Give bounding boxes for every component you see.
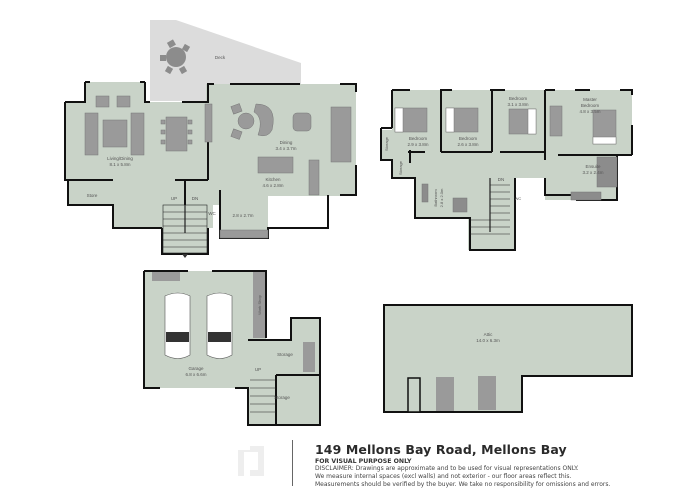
disclaimer-line-1: DISCLAIMER: Drawings are approximate and… [315, 465, 579, 472]
room-size-laundry: 2.8 x 2.7m [232, 213, 253, 218]
room-label-master-line1: Master [583, 97, 597, 102]
room-label-upper-wc: WC [515, 196, 522, 201]
disclaimer-line-2: We measure internal spaces (excl walls) … [315, 473, 572, 480]
room-label-bedroom-3: Bedroom [509, 96, 528, 101]
garage-level-plan: Garage 6.8 x 6.6m Work Shop Storage Stor… [143, 270, 321, 426]
room-label-store: Store [87, 193, 98, 198]
room-label-ensuite: Ensuite [585, 164, 601, 169]
garage-stairs-up-label: UP [255, 367, 261, 372]
visual-purpose-notice: FOR VISUAL PURPOSE ONLY [315, 458, 412, 465]
upper-stairs-down-label: DN [498, 177, 505, 182]
room-size-bedroom-3: 3.1 x 3.8m [507, 102, 528, 107]
attic-plan: Attic 14.0 x 6.3m [383, 304, 633, 413]
stairs-up-label: UP [171, 196, 177, 201]
room-label-attic: Attic [484, 332, 494, 337]
room-size-ensuite: 3.2 x 2.4m [582, 170, 603, 175]
upper-stairs [470, 178, 510, 235]
brand-logo-icon [238, 446, 264, 476]
room-label-storage-1: Storage [384, 136, 389, 151]
room-label-bedroom-2: Bedroom [459, 136, 478, 141]
deck-table-icon [160, 39, 191, 75]
room-label-workshop: Work Shop [257, 294, 262, 314]
car-icons [164, 292, 233, 359]
living-furniture [84, 95, 213, 156]
stairs-down-label: DN [192, 196, 199, 201]
upper-floor-plan: Bedroom 2.9 x 3.8m Bedroom 2.6 x 3.8m Be… [380, 89, 633, 251]
dining-furniture [219, 103, 352, 239]
room-size-garage: 6.8 x 6.6m [185, 372, 206, 377]
garage-stairs [250, 379, 276, 413]
footer-divider [292, 440, 293, 486]
property-address: 149 Mellons Bay Road, Mellons Bay [315, 442, 567, 457]
room-size-attic: 14.0 x 6.3m [476, 338, 500, 343]
upper-beds [394, 105, 618, 213]
room-size-dining: 3.4 x 3.7m [275, 146, 296, 151]
room-label-bathroom: Bathroom [433, 189, 438, 207]
room-label-master-line2: Bedroom [581, 103, 600, 108]
room-label-living-dining: Living/Dining [107, 156, 133, 161]
room-label-garage-storage-1: Storage [277, 352, 293, 357]
room-size-bathroom: 2.8 x 2.0m [439, 188, 444, 207]
footer-info: 149 Mellons Bay Road, Mellons Bay FOR VI… [315, 442, 685, 489]
room-label-kitchen: Kitchen [265, 177, 281, 182]
room-size-living-dining: 8.1 x 5.8m [109, 162, 130, 167]
room-label-dining: Dining [280, 140, 293, 145]
room-label-garage: Garage [188, 366, 204, 371]
room-label-wc: WC [208, 211, 216, 216]
room-label-deck: Deck [215, 55, 226, 60]
room-label-storage-2: Storage [398, 160, 403, 175]
entry-marker-icon [182, 254, 188, 258]
room-label-garage-storage-2: Storage [274, 395, 290, 400]
room-size-kitchen: 4.6 x 2.8m [262, 183, 283, 188]
ground-floor-plan: Living/Dining 8.1 x 5.8m Dining 3.4 x 3.… [64, 20, 357, 258]
deck-area [150, 20, 301, 101]
room-label-bedroom-1: Bedroom [409, 136, 428, 141]
room-size-master: 4.8 x 3.5m [579, 109, 600, 114]
ground-stairs [162, 204, 208, 254]
room-size-bedroom-2: 2.6 x 3.8m [457, 142, 478, 147]
disclaimer-line-3: Measurements should be verified by the b… [315, 481, 611, 488]
room-size-bedroom-1: 2.9 x 3.8m [407, 142, 428, 147]
